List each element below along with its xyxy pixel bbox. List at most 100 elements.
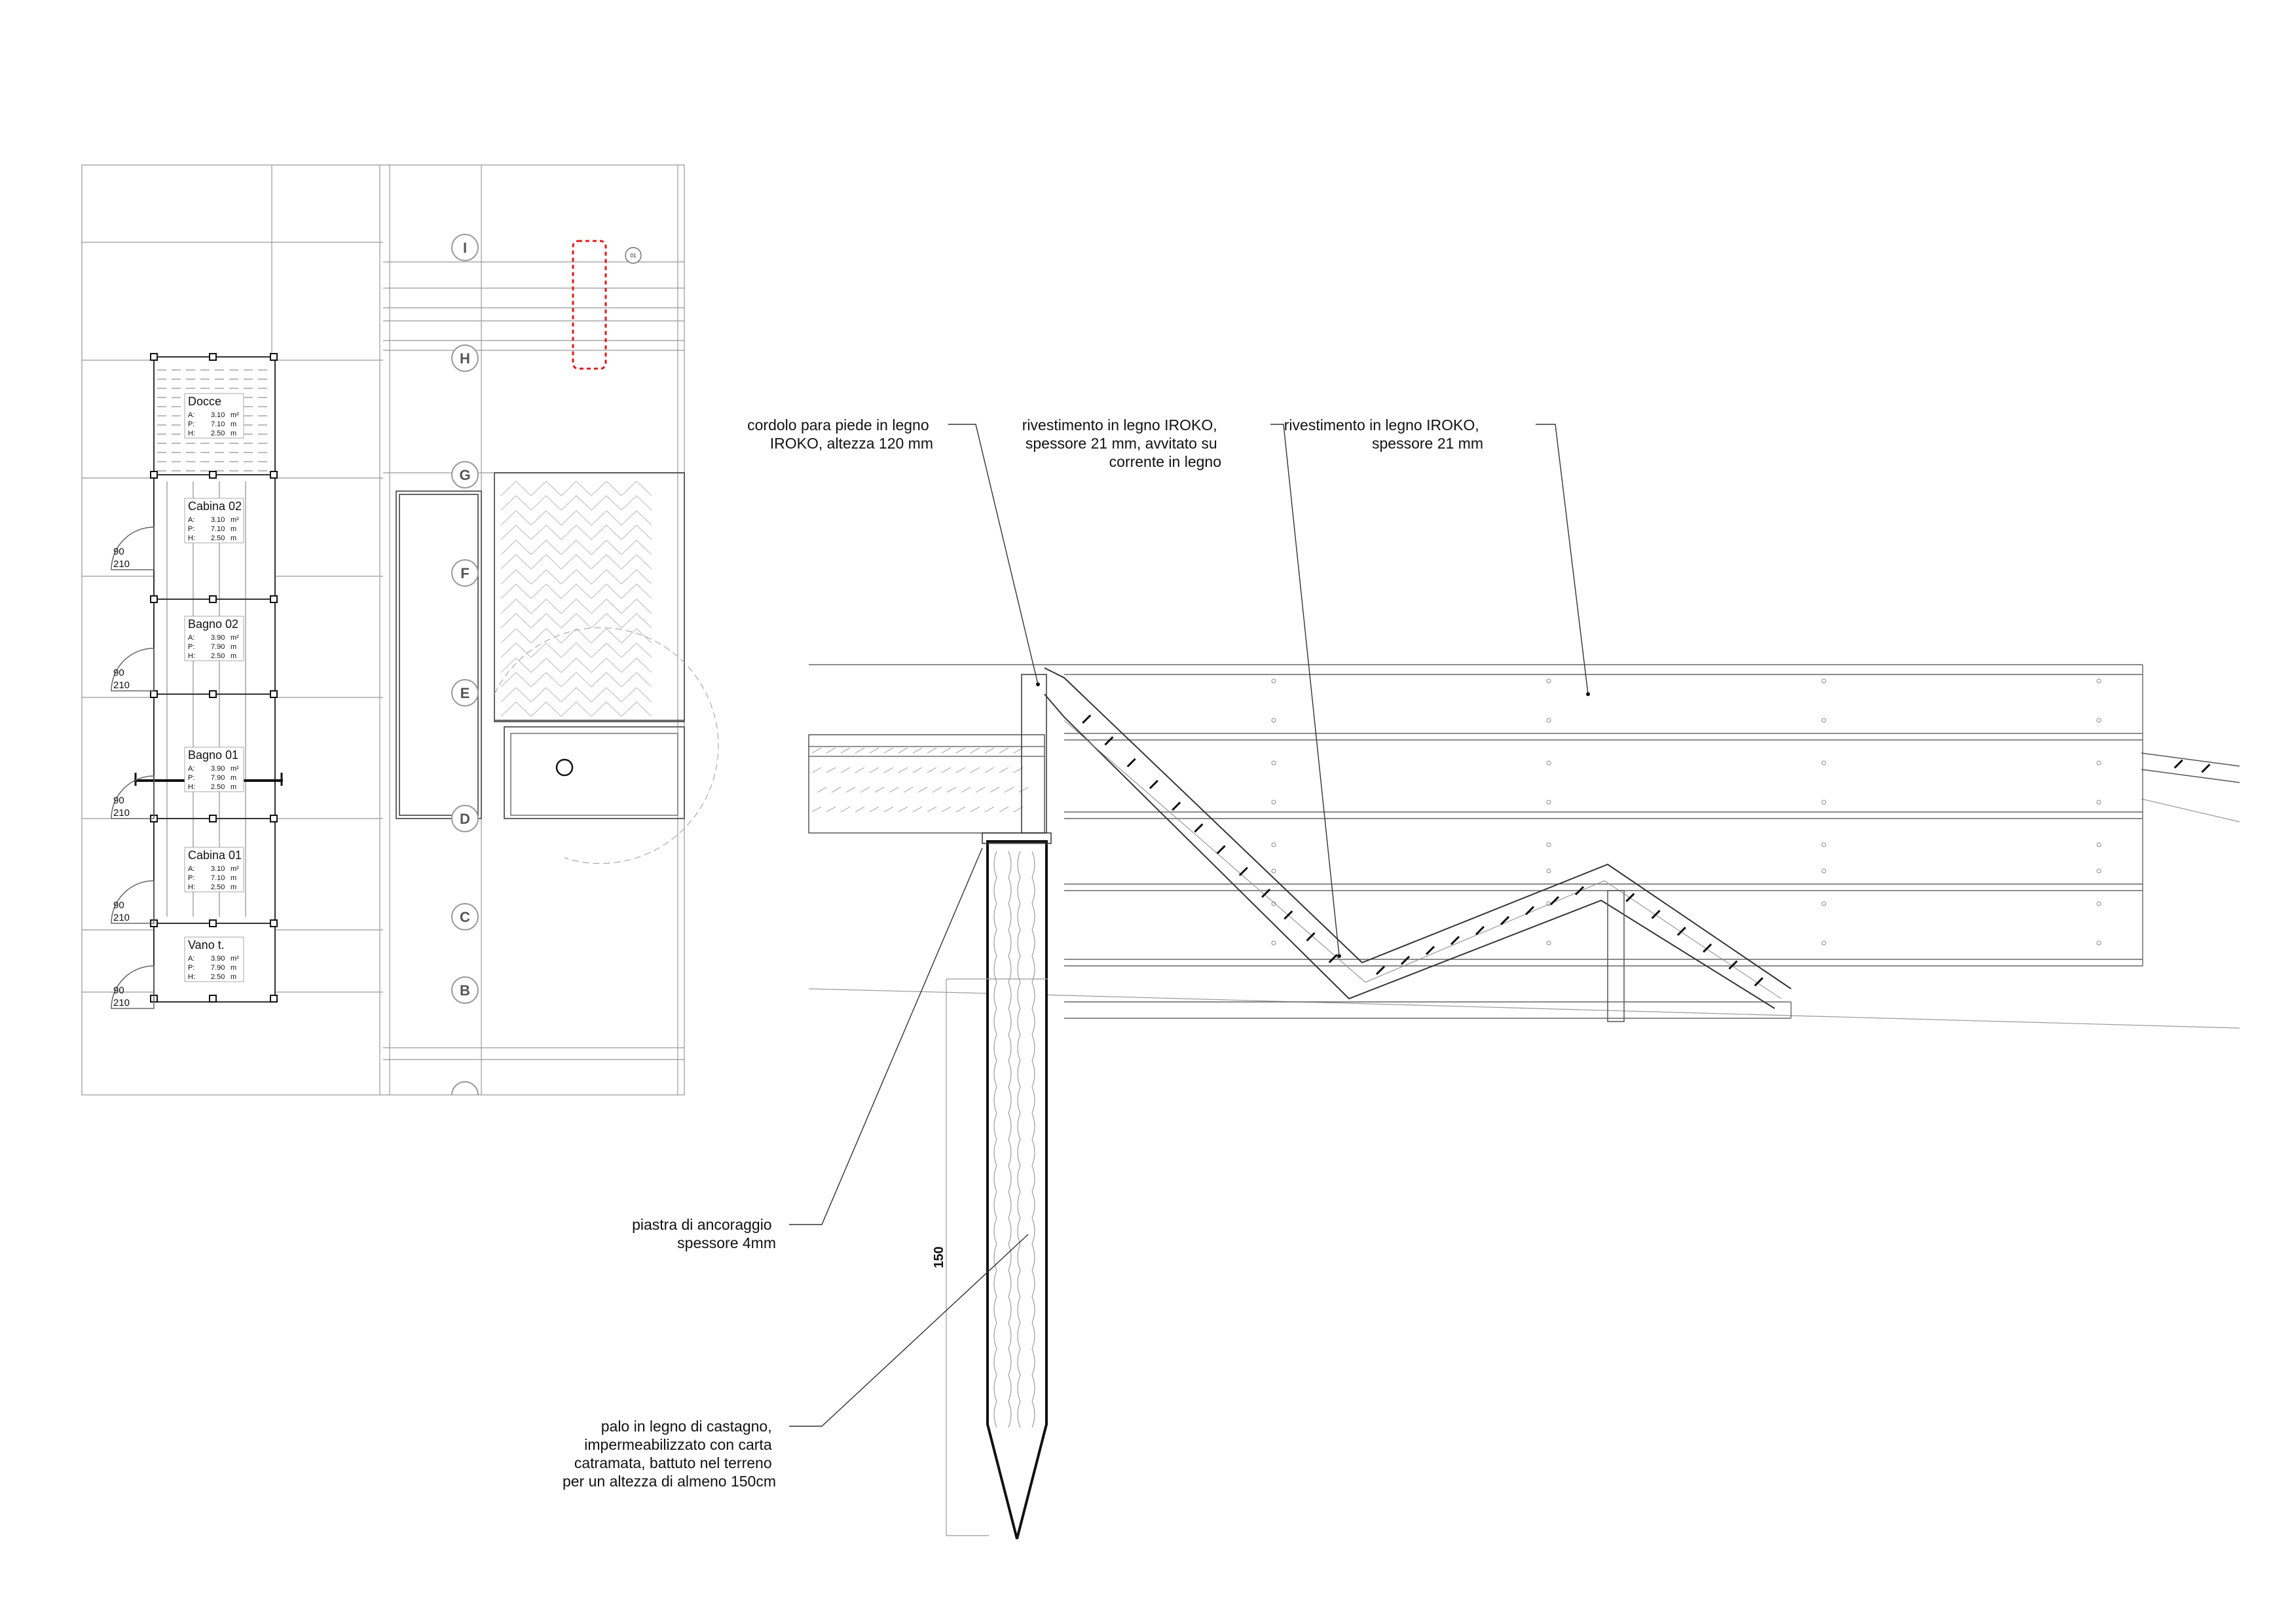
axis-bubble-F: F [451, 559, 479, 587]
screw [2096, 760, 2101, 766]
room-field-unit: m [231, 973, 236, 981]
room-field-key: P: [188, 525, 194, 533]
zigzag-board-joints [1082, 714, 2211, 987]
section-detail: 150 cordolo para piede in legno IROKO, a… [563, 416, 2240, 1540]
screw [1546, 760, 1551, 766]
room-field-key: P: [188, 420, 194, 428]
room-name: Docce [188, 395, 221, 408]
room-field-unit: m [231, 525, 236, 533]
detail-callout-rect [572, 240, 607, 370]
room-field-value: 2.50 [211, 430, 225, 437]
back-wall-boards [809, 664, 2143, 1019]
room-field-unit: m [231, 534, 236, 542]
post [270, 595, 278, 603]
ground-line-right [1063, 995, 2240, 1029]
room-field-key: H: [188, 883, 195, 891]
axis-label: C [460, 909, 470, 925]
annotation-pile: palo in legno di castagno, impermeabiliz… [563, 1418, 776, 1490]
room-field-unit: m [231, 774, 236, 782]
shower-drain [555, 758, 574, 777]
screw [1821, 760, 1826, 766]
door-height: 210 [113, 680, 130, 691]
screw [1821, 842, 1826, 847]
screw [1821, 678, 1826, 684]
terrace-elements [396, 472, 685, 819]
leader-dots [1036, 682, 1590, 958]
room-field-unit: m [231, 652, 236, 660]
structural-posts [150, 353, 278, 1003]
post [209, 919, 217, 927]
annotation-curb: cordolo para piede in legno IROKO, altez… [747, 416, 933, 452]
post [270, 919, 278, 927]
screw [1546, 800, 1551, 805]
screw [1821, 868, 1826, 874]
annotation-cladding: rivestimento in legno IROKO, spessore 21… [1284, 416, 1483, 452]
axis-label: D [460, 811, 470, 827]
screw [1271, 940, 1276, 946]
room-name: Bagno 01 [188, 748, 238, 762]
detail-tag-circle [625, 247, 642, 264]
annotation-anchor-plate: piastra di ancoraggio spessore 4mm [632, 1216, 776, 1251]
axis-bubble-D: D [451, 805, 479, 832]
post [270, 471, 278, 479]
post [270, 690, 278, 698]
axis-label: G [459, 467, 470, 483]
screw [1271, 901, 1276, 906]
door-width: 90 [113, 985, 124, 996]
door-width: 90 [113, 667, 124, 678]
room-field-key: P: [188, 774, 194, 782]
room-field-unit: m [231, 783, 236, 791]
room-field-key: H: [188, 783, 195, 791]
post [209, 595, 217, 603]
room-field-key: A: [188, 865, 194, 873]
room-field-unit: m² [231, 865, 239, 873]
axis-bubble-B: B [451, 976, 479, 1004]
post [150, 471, 158, 479]
door-height: 210 [113, 997, 130, 1008]
screw [2096, 901, 2101, 906]
screw [1546, 678, 1551, 684]
axis-label: F [460, 565, 469, 581]
room-name: Cabina 01 [188, 849, 242, 862]
room-field-key: H: [188, 430, 195, 437]
room-field-unit: m [231, 874, 236, 882]
door-width: 90 [113, 546, 124, 557]
room-field-value: 2.50 [211, 783, 225, 791]
zigzag-cladding [1044, 667, 2240, 1022]
cladding-screws [1271, 678, 2101, 946]
detail-tag: 01 [631, 253, 637, 259]
room-field-key: A: [188, 411, 194, 419]
screw [1271, 718, 1276, 723]
annotation-cladding-screwed: rivestimento in legno IROKO, spessore 21… [1022, 416, 1221, 470]
room-field-value: 7.90 [211, 774, 225, 782]
deck-curb [1021, 674, 1047, 834]
room-field-key: P: [188, 643, 194, 651]
axis-bubble-C: C [451, 903, 479, 931]
screw [2096, 868, 2101, 874]
room-field-unit: m² [231, 955, 239, 963]
room-field-key: A: [188, 765, 194, 773]
screw [1546, 868, 1551, 874]
annotation-leaders [789, 424, 1589, 1427]
room-field-value: 3.10 [211, 411, 225, 419]
post [209, 815, 217, 822]
axis-bubble-I: I [451, 234, 479, 261]
room-field-key: A: [188, 955, 194, 963]
post [150, 690, 158, 698]
room-field-unit: m [231, 964, 236, 972]
pile-dimension [946, 978, 1048, 1536]
axis-label: H [460, 350, 470, 367]
room-field-value: 3.10 [211, 516, 225, 524]
ground-line-right-upper [2141, 798, 2240, 822]
screw [1271, 760, 1276, 766]
